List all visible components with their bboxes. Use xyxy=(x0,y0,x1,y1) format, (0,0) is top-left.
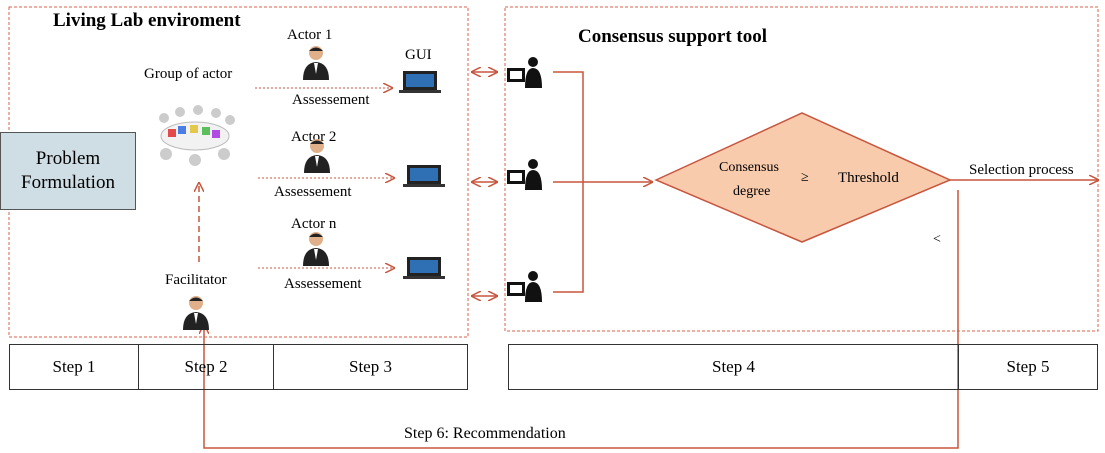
actor-2-person-icon xyxy=(304,139,330,173)
problem-formulation-box: Problem Formulation xyxy=(0,132,136,210)
laptop-icon-2 xyxy=(403,165,445,187)
decision-left-line-1: Consensus xyxy=(719,160,779,175)
decision-threshold: Threshold xyxy=(838,170,899,186)
step-5-cell: Step 5 xyxy=(958,344,1098,390)
step-2-cell: Step 2 xyxy=(138,344,274,390)
decision-operator: ≥ xyxy=(801,170,809,185)
consensus-tool-frame xyxy=(504,6,1099,332)
laptop-icon-3 xyxy=(403,257,445,279)
actor-n-person-icon xyxy=(303,232,329,266)
meeting-table-icon xyxy=(159,105,235,166)
group-label: Group of actor xyxy=(144,66,233,82)
step-3-cell: Step 3 xyxy=(273,344,468,390)
selection-process-label: Selection process xyxy=(969,162,1074,178)
consensus-tool-title: Consensus support tool xyxy=(578,26,767,47)
presenter-icon-3 xyxy=(507,271,542,302)
actor-1-person-icon xyxy=(303,46,329,80)
actor-2-label: Actor 2 xyxy=(291,129,337,145)
decision-left-line-2: degree xyxy=(733,184,771,199)
presenter-icon-1 xyxy=(507,57,542,88)
actor-1-label: Actor 1 xyxy=(287,27,333,43)
actor-2-flow-label: Assessement xyxy=(274,184,352,200)
step-4-cell: Step 4 xyxy=(508,344,959,390)
presenter-icon-2 xyxy=(507,159,542,190)
actor-n-flow-label: Assessement xyxy=(284,276,362,292)
living-lab-title: Living Lab enviroment xyxy=(53,10,241,31)
laptop-icon-1 xyxy=(399,71,441,93)
step-1-cell: Step 1 xyxy=(9,344,139,390)
actor-n-label: Actor n xyxy=(291,216,337,232)
problem-line-1: Problem xyxy=(35,148,101,170)
less-than-label: < xyxy=(933,232,941,247)
actor-1-flow-label: Assessement xyxy=(292,92,370,108)
gui-label: GUI xyxy=(405,47,432,63)
facilitator-person-icon xyxy=(183,296,209,330)
facilitator-label: Facilitator xyxy=(165,272,227,288)
problem-line-2: Formulation xyxy=(21,172,115,193)
recommendation-label: Step 6: Recommendation xyxy=(404,425,566,442)
recommendation-loop xyxy=(204,190,959,449)
